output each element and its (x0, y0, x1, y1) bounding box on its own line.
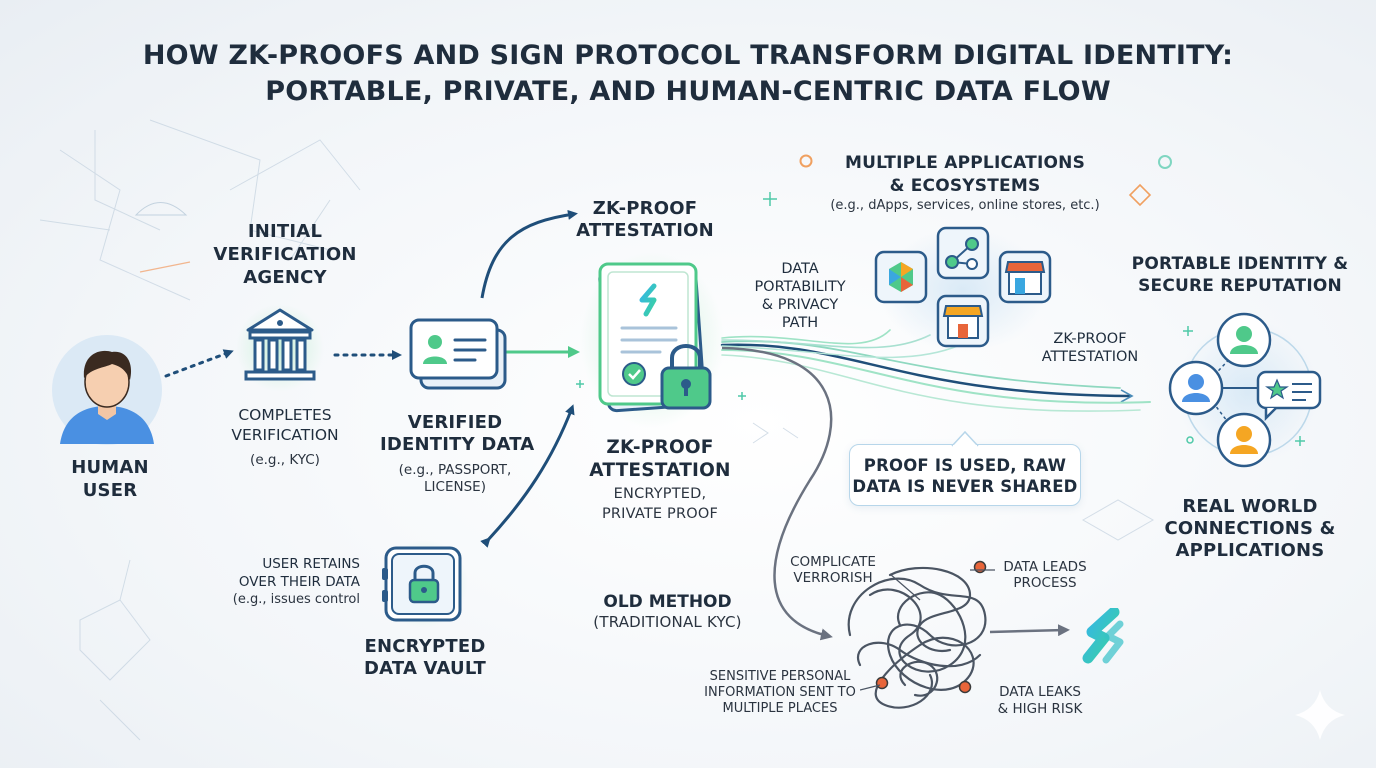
attestation-center-caption: ENCRYPTED, PRIVATE PROOF (601, 486, 719, 522)
identity-title: VERIFIED IDENTITY DATA (380, 412, 535, 455)
identity-example: (e.g., PASSPORT, LICENSE) (398, 462, 512, 495)
agency-caption: COMPLETES VERIFICATION (e.g., KYC) (231, 406, 339, 468)
sensitive-info-label: SENSITIVE PERSONAL INFORMATION SENT TO M… (704, 669, 856, 716)
background-pattern (39, 119, 1155, 741)
old-method-label: OLD METHOD (TRADITIONAL KYC) (593, 592, 742, 631)
portable-network-icons (1168, 312, 1322, 468)
portable-caption: REAL WORLD CONNECTIONS & APPLICATIONS (1164, 496, 1336, 561)
safe-lock-icon (380, 540, 468, 628)
hexagon-app-icon (874, 250, 928, 304)
decor-circle (1158, 155, 1172, 169)
attestation-top-label: ZK-PROOF ATTESTATION (576, 198, 714, 241)
sign-protocol-logo-icon (1082, 608, 1124, 664)
star-message-icon (1256, 370, 1322, 422)
attestation-right-label: ZK-PROOF ATTESTATION (1041, 331, 1139, 365)
storefront-icon (998, 250, 1052, 304)
human-user-label: HUMAN USER (71, 457, 149, 502)
diagram-title: HOW ZK-PROOFS AND SIGN PROTOCOL TRANSFOR… (0, 38, 1376, 110)
title-line-2: PORTABLE, PRIVATE, AND HUMAN-CENTRIC DAT… (265, 76, 1111, 107)
person-icon (52, 335, 162, 445)
applications-icons (874, 226, 1052, 352)
tangled-lines-icon (847, 560, 987, 709)
id-card-icon (409, 318, 507, 390)
portability-label: DATA PORTABILITY & PRIVACY PATH (754, 261, 846, 331)
network-nodes-icon (936, 226, 990, 280)
data-leads-label: DATA LEADS PROCESS (1003, 559, 1087, 591)
vault-note: USER RETAINS OVER THEIR DATA (e.g., issu… (232, 556, 360, 607)
certificate-lock-icon (580, 252, 724, 428)
complicate-label: COMPLICATE VERRORISH (790, 554, 876, 586)
bank-building-icon (236, 304, 324, 392)
callout-pointer (951, 430, 979, 448)
user-avatar-icon (1216, 312, 1272, 368)
portable-title: PORTABLE IDENTITY & SECURE REPUTATION (1131, 254, 1349, 296)
vault-title: ENCRYPTED DATA VAULT (363, 636, 487, 679)
shop-icon (936, 294, 990, 348)
callout-text: PROOF IS USED, RAW DATA IS NEVER SHARED (852, 456, 1078, 496)
applications-title: MULTIPLE APPLICATIONS & ECOSYSTEMS (844, 153, 1086, 196)
applications-example: (e.g., dApps, services, online stores, e… (830, 198, 1100, 213)
decor-circle (799, 154, 813, 168)
user-avatar-icon (1168, 360, 1224, 416)
title-line-1: HOW ZK-PROOFS AND SIGN PROTOCOL TRANSFOR… (142, 40, 1234, 71)
leader-lines (860, 569, 995, 691)
data-leaks-label: DATA LEAKS & HIGH RISK (997, 684, 1083, 717)
user-avatar-icon (1216, 412, 1272, 468)
agency-title: INITIAL VERIFICATION AGENCY (213, 221, 357, 288)
attestation-center-label: ZK-PROOF ATTESTATION (589, 437, 731, 481)
